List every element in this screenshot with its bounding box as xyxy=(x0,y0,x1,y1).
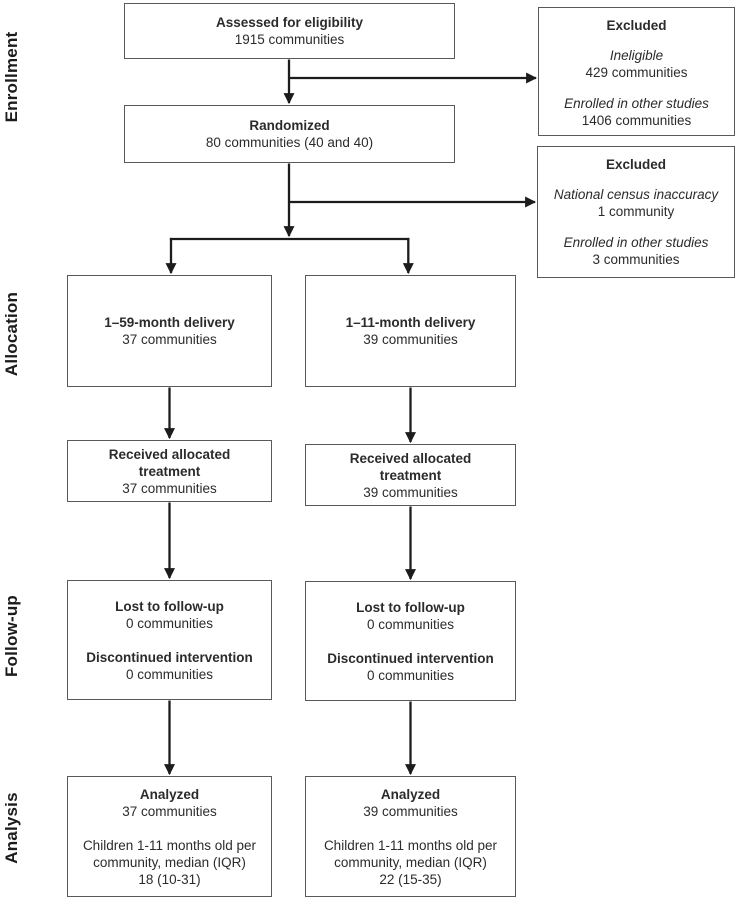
section-title: Discontinued intervention xyxy=(86,649,253,665)
followup-section: Lost to follow-up 0 communities xyxy=(115,598,224,632)
stage-label-allocation: Allocation xyxy=(2,291,21,377)
stage-label-enrollment: Enrollment xyxy=(2,31,21,123)
box-title: Assessed for eligibility xyxy=(215,15,364,30)
reason-count: 3 communities xyxy=(592,252,680,267)
analysis-value: 18 (10-31) xyxy=(138,871,201,887)
box-followup-right: Lost to follow-up 0 communities Disconti… xyxy=(305,581,516,701)
box-received-left: Received allocated treatment 37 communit… xyxy=(67,440,272,502)
stage-label-followup: Follow-up xyxy=(2,594,21,678)
reason-label: Enrolled in other studies xyxy=(563,235,709,250)
section-title: Lost to follow-up xyxy=(115,598,224,614)
exclusion-reason: Enrolled in other studies 1406 communiti… xyxy=(564,95,709,129)
reason-count: 1 community xyxy=(597,204,675,219)
analysis-value: 22 (15-35) xyxy=(379,871,442,887)
box-count: 39 communities xyxy=(363,484,458,500)
box-excluded-top: Excluded Ineligible 429 communities Enro… xyxy=(538,7,735,136)
box-allocation-right: 1–11-month delivery 39 communities xyxy=(305,275,516,387)
box-title: Received allocated treatment xyxy=(108,446,231,479)
exclusion-reason: Enrolled in other studies 3 communities xyxy=(564,234,709,268)
reason-label: Enrolled in other studies xyxy=(564,96,709,111)
section-count: 0 communities xyxy=(125,666,214,682)
section-count: 0 communities xyxy=(366,667,455,683)
stage-label-analysis: Analysis xyxy=(2,792,21,864)
section-count: 0 communities xyxy=(125,615,214,631)
box-title: 1–59-month delivery xyxy=(104,315,235,330)
box-randomized: Randomized 80 communities (40 and 40) xyxy=(124,105,455,163)
box-title: 1–11-month delivery xyxy=(345,315,476,330)
box-count: 37 communities xyxy=(122,332,217,347)
followup-section: Lost to follow-up 0 communities xyxy=(356,599,465,633)
box-count: 39 communities xyxy=(363,803,458,819)
reason-count: 1406 communities xyxy=(581,113,692,128)
exclusion-reason: Ineligible 429 communities xyxy=(585,47,687,81)
box-title: Received allocated treatment xyxy=(349,450,472,483)
reason-label: National census inaccuracy xyxy=(553,187,719,202)
box-excluded-bottom: Excluded National census inaccuracy 1 co… xyxy=(537,146,735,278)
box-title: Analyzed xyxy=(139,786,200,802)
box-followup-left: Lost to follow-up 0 communities Disconti… xyxy=(67,580,272,700)
analysis-detail: Children 1-11 months old per community, … xyxy=(323,837,498,870)
box-analysis-left: Analyzed 37 communities Children 1-11 mo… xyxy=(67,776,272,897)
section-count: 0 communities xyxy=(366,616,455,632)
analysis-detail: Children 1-11 months old per community, … xyxy=(82,837,257,870)
box-count: 39 communities xyxy=(363,332,458,347)
box-count: 37 communities xyxy=(122,480,217,496)
section-title: Discontinued intervention xyxy=(327,650,494,666)
box-analysis-right: Analyzed 39 communities Children 1-11 mo… xyxy=(305,776,516,897)
box-title: Excluded xyxy=(606,18,667,33)
box-assessed-eligibility: Assessed for eligibility 1915 communitie… xyxy=(124,3,455,59)
box-title: Excluded xyxy=(605,157,667,172)
section-title: Lost to follow-up xyxy=(356,599,465,615)
box-count: 80 communities (40 and 40) xyxy=(205,135,374,150)
box-count: 37 communities xyxy=(122,803,217,819)
box-allocation-left: 1–59-month delivery 37 communities xyxy=(67,275,272,387)
exclusion-reason: National census inaccuracy 1 community xyxy=(554,186,718,220)
reason-count: 429 communities xyxy=(585,65,688,80)
box-title: Randomized xyxy=(249,118,330,133)
box-received-right: Received allocated treatment 39 communit… xyxy=(305,444,516,506)
followup-section: Discontinued intervention 0 communities xyxy=(86,649,253,683)
box-title: Analyzed xyxy=(380,786,441,802)
box-count: 1915 communities xyxy=(234,32,345,47)
reason-label: Ineligible xyxy=(609,48,664,63)
followup-section: Discontinued intervention 0 communities xyxy=(327,650,494,684)
